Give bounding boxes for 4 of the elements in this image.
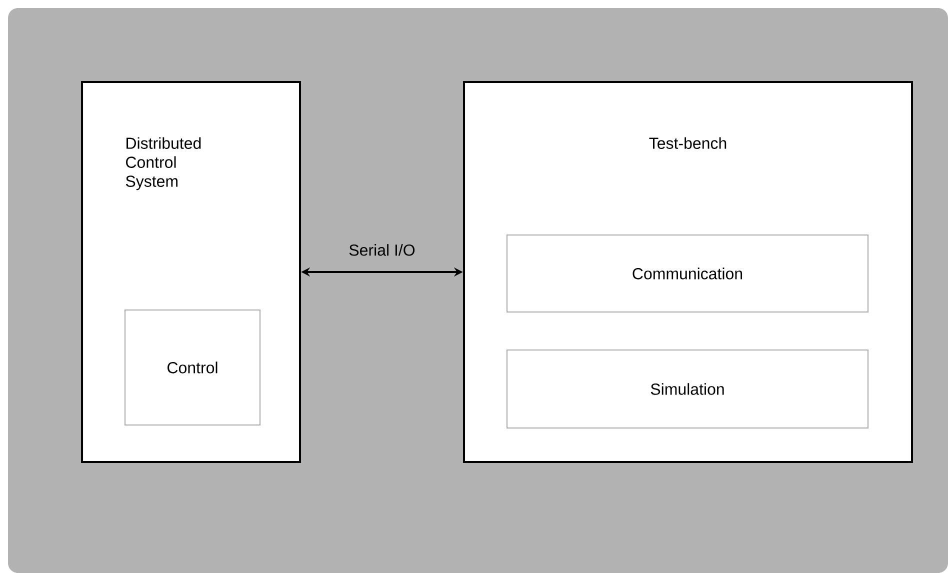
module-box: Communication (506, 234, 868, 312)
edge-label: Serial I/O (346, 242, 418, 258)
module-box: Simulation (506, 350, 868, 428)
module-box: Control (124, 310, 260, 426)
